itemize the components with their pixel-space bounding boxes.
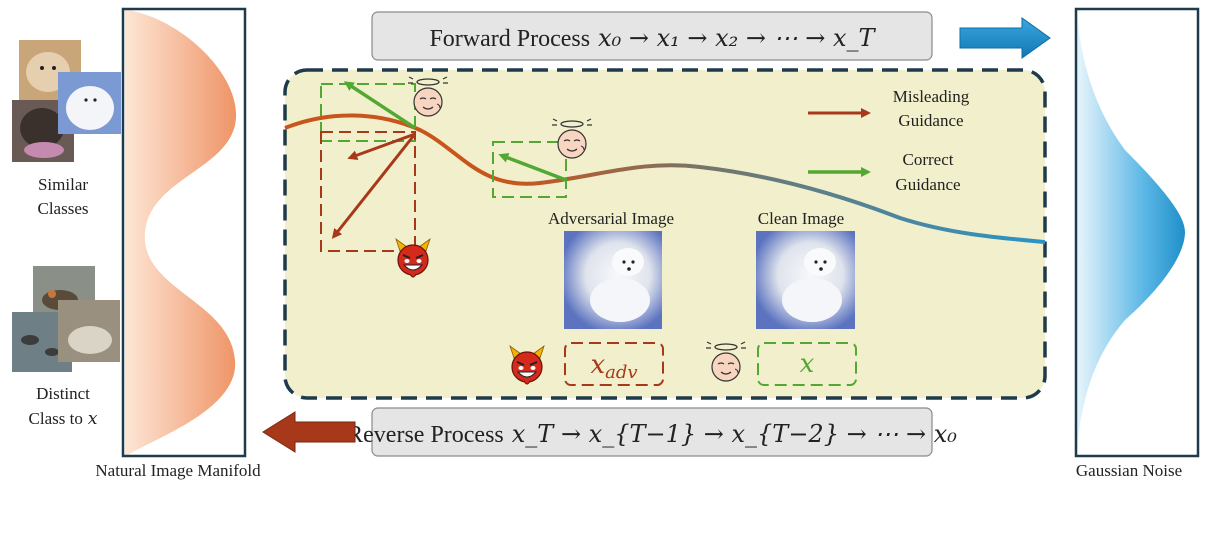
adversarial-image-label: Adversarial Image: [548, 209, 674, 228]
gaussian-density-shape: [1077, 10, 1185, 454]
diffusion-trajectory: [284, 113, 1046, 244]
clean-image-label: Clean Image: [758, 209, 844, 228]
natural-image-manifold-caption: Natural Image Manifold: [95, 461, 261, 480]
x-clean-box: [757, 342, 857, 386]
gaussian-noise-panel: [1074, 7, 1200, 458]
misleading-guidance-box: [320, 131, 416, 252]
forward-process-box: Forward Process​x₀ → x₁ → x₂ → ⋯ → x_T: [371, 11, 933, 61]
distinct-class-label: Distinct: [36, 384, 90, 403]
correct-guidance-box-1: [320, 83, 416, 142]
x-adv-variable: xadv: [590, 350, 637, 383]
manifold-density-shape: [125, 10, 237, 455]
x-clean-variable: x: [800, 349, 815, 379]
adversarial-dog-image: [564, 231, 662, 329]
legend-correct-label-2: Guidance: [895, 175, 960, 194]
correct-guidance-arrow-2: [498, 153, 567, 182]
similar-classes-label-2: Classes: [38, 199, 89, 218]
dog-photo-icon: [58, 72, 121, 134]
correct-guidance-box-2: [492, 141, 567, 198]
bird-photo-icon: [58, 300, 120, 362]
similar-classes-label: Similar: [38, 175, 88, 194]
reverse-process-text: Reverse Process​x_T → x_{T−1} → x_{T−2} …: [347, 420, 957, 448]
arrow-right-icon: [959, 17, 1051, 59]
legend-correct-label: Correct: [903, 150, 954, 169]
legend-misleading-label: Misleading: [893, 87, 970, 106]
reverse-process-box: Reverse Process​x_T → x_{T−1} → x_{T−2} …: [347, 407, 957, 457]
arrow-left-icon: [262, 411, 356, 453]
misleading-guidance-arrow-1: [347, 132, 416, 160]
gaussian-noise-caption: Gaussian Noise: [1076, 461, 1182, 480]
natural-image-manifold-panel: [121, 7, 247, 458]
clean-dog-image: [756, 231, 855, 329]
correct-guidance-arrow-1: [343, 81, 416, 130]
legend-misleading-label-2: Guidance: [898, 111, 963, 130]
misleading-guidance-arrow-2: [331, 133, 417, 239]
x-adv-box: [564, 342, 664, 386]
forward-process-text: Forward Process​x₀ → x₁ → x₂ → ⋯ → x_T: [429, 24, 876, 52]
